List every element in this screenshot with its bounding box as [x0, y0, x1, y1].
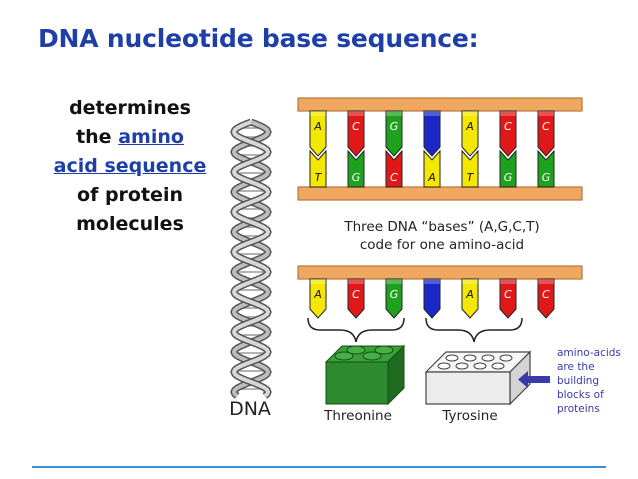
- side-text-line1: determines: [69, 97, 191, 119]
- caption-line2: code for one amino-acid: [360, 237, 524, 253]
- caption-line1: Three DNA “bases” (A,G,C,T): [343, 219, 539, 235]
- side-text-line3: acid sequence: [40, 152, 220, 181]
- slide-title: DNA nucleotide base sequence:: [38, 24, 479, 53]
- base-block: T: [461, 149, 479, 188]
- base-letter: A: [427, 171, 436, 184]
- base-letter: C: [352, 288, 360, 301]
- note-line1: amino-acids: [557, 347, 621, 359]
- base-block: C: [385, 149, 403, 188]
- base-letter: G: [504, 171, 513, 184]
- base-block: [423, 110, 441, 157]
- bottom-rail: [297, 186, 583, 201]
- base-block: [423, 278, 441, 319]
- base-letter: A: [313, 288, 322, 301]
- base-block: C: [537, 278, 555, 319]
- base-block: G: [537, 149, 555, 188]
- amino-link-part1[interactable]: amino: [118, 126, 184, 148]
- dna-helix-icon: [230, 118, 272, 399]
- base-block: G: [499, 149, 517, 188]
- dna-label: DNA: [229, 398, 271, 420]
- base-letter: C: [542, 120, 550, 133]
- side-text: determines the amino acid sequence of pr…: [40, 94, 220, 239]
- amino-left-label: Threonine: [323, 408, 392, 424]
- base-block: A: [461, 278, 479, 319]
- base-letter: C: [542, 288, 550, 301]
- base-letter: C: [390, 171, 398, 184]
- base-block: G: [347, 149, 365, 188]
- amino-acid-note: amino-acids are the building blocks of p…: [557, 347, 621, 415]
- side-text-line5: molecules: [76, 213, 184, 235]
- base-block: C: [537, 110, 555, 157]
- base-block: G: [385, 278, 403, 319]
- base-block: C: [499, 110, 517, 157]
- base-letter: G: [352, 171, 361, 184]
- note-line3: building: [557, 375, 599, 387]
- arrow-left-icon: [518, 371, 550, 388]
- base-letter: C: [504, 120, 512, 133]
- base-block: G: [385, 110, 403, 157]
- base-block: A: [309, 278, 327, 319]
- base-letter: G: [390, 120, 399, 133]
- double-strand-diagram: A C G A C C T G C A T G G: [297, 97, 583, 201]
- base-block: A: [461, 110, 479, 157]
- base-letter: T: [315, 171, 323, 184]
- note-line2: are the: [557, 361, 595, 373]
- base-letter: G: [390, 288, 399, 301]
- base-block: A: [423, 149, 441, 188]
- amino-right-label: Tyrosine: [441, 408, 497, 424]
- base-letter: G: [542, 171, 551, 184]
- note-line4: blocks of: [557, 389, 604, 401]
- base-block: A: [309, 110, 327, 157]
- base-block: C: [347, 110, 365, 157]
- base-letter: C: [504, 288, 512, 301]
- amino-link-part2[interactable]: acid sequence: [53, 155, 207, 177]
- lego-brick-green-icon: [324, 344, 406, 406]
- side-text-line2: the amino: [76, 126, 184, 148]
- lego-brick-white-icon: [424, 350, 532, 406]
- base-letter: T: [467, 171, 475, 184]
- base-letter: C: [352, 120, 360, 133]
- base-letter: A: [465, 288, 474, 301]
- brace-left-icon: [307, 317, 405, 343]
- base-block: T: [309, 149, 327, 188]
- single-strand-rail: [297, 265, 583, 280]
- side-text-line4: of protein: [77, 184, 183, 206]
- bottom-divider: [32, 466, 606, 468]
- base-block: C: [347, 278, 365, 319]
- note-line5: proteins: [557, 403, 600, 415]
- brace-right-icon: [425, 317, 523, 343]
- base-block: C: [499, 278, 517, 319]
- base-letter: A: [313, 120, 322, 133]
- base-letter: A: [465, 120, 474, 133]
- top-rail: [297, 97, 583, 112]
